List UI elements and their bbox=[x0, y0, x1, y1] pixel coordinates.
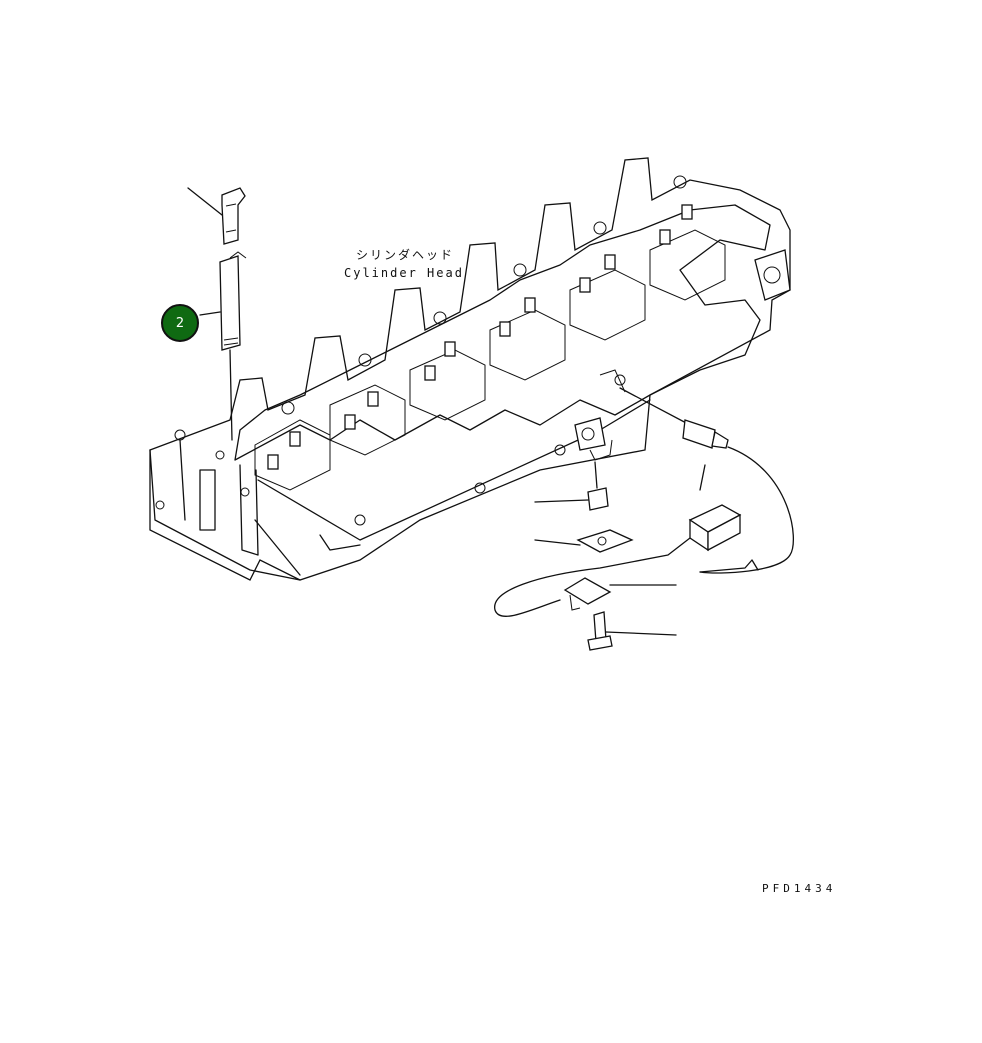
sensor-harness bbox=[494, 387, 794, 651]
cylinder-head bbox=[149, 157, 791, 581]
callout-number: 2 bbox=[175, 315, 185, 331]
injector-sleeve-part bbox=[187, 187, 246, 245]
callout-badge-2[interactable]: 2 bbox=[161, 304, 199, 342]
drawing-number: PFD1434 bbox=[762, 882, 837, 895]
part-name-english: Cylinder Head bbox=[344, 266, 464, 280]
injector-tube-part-2 bbox=[199, 251, 247, 441]
part-name-japanese: シリンダヘッド bbox=[356, 248, 455, 262]
